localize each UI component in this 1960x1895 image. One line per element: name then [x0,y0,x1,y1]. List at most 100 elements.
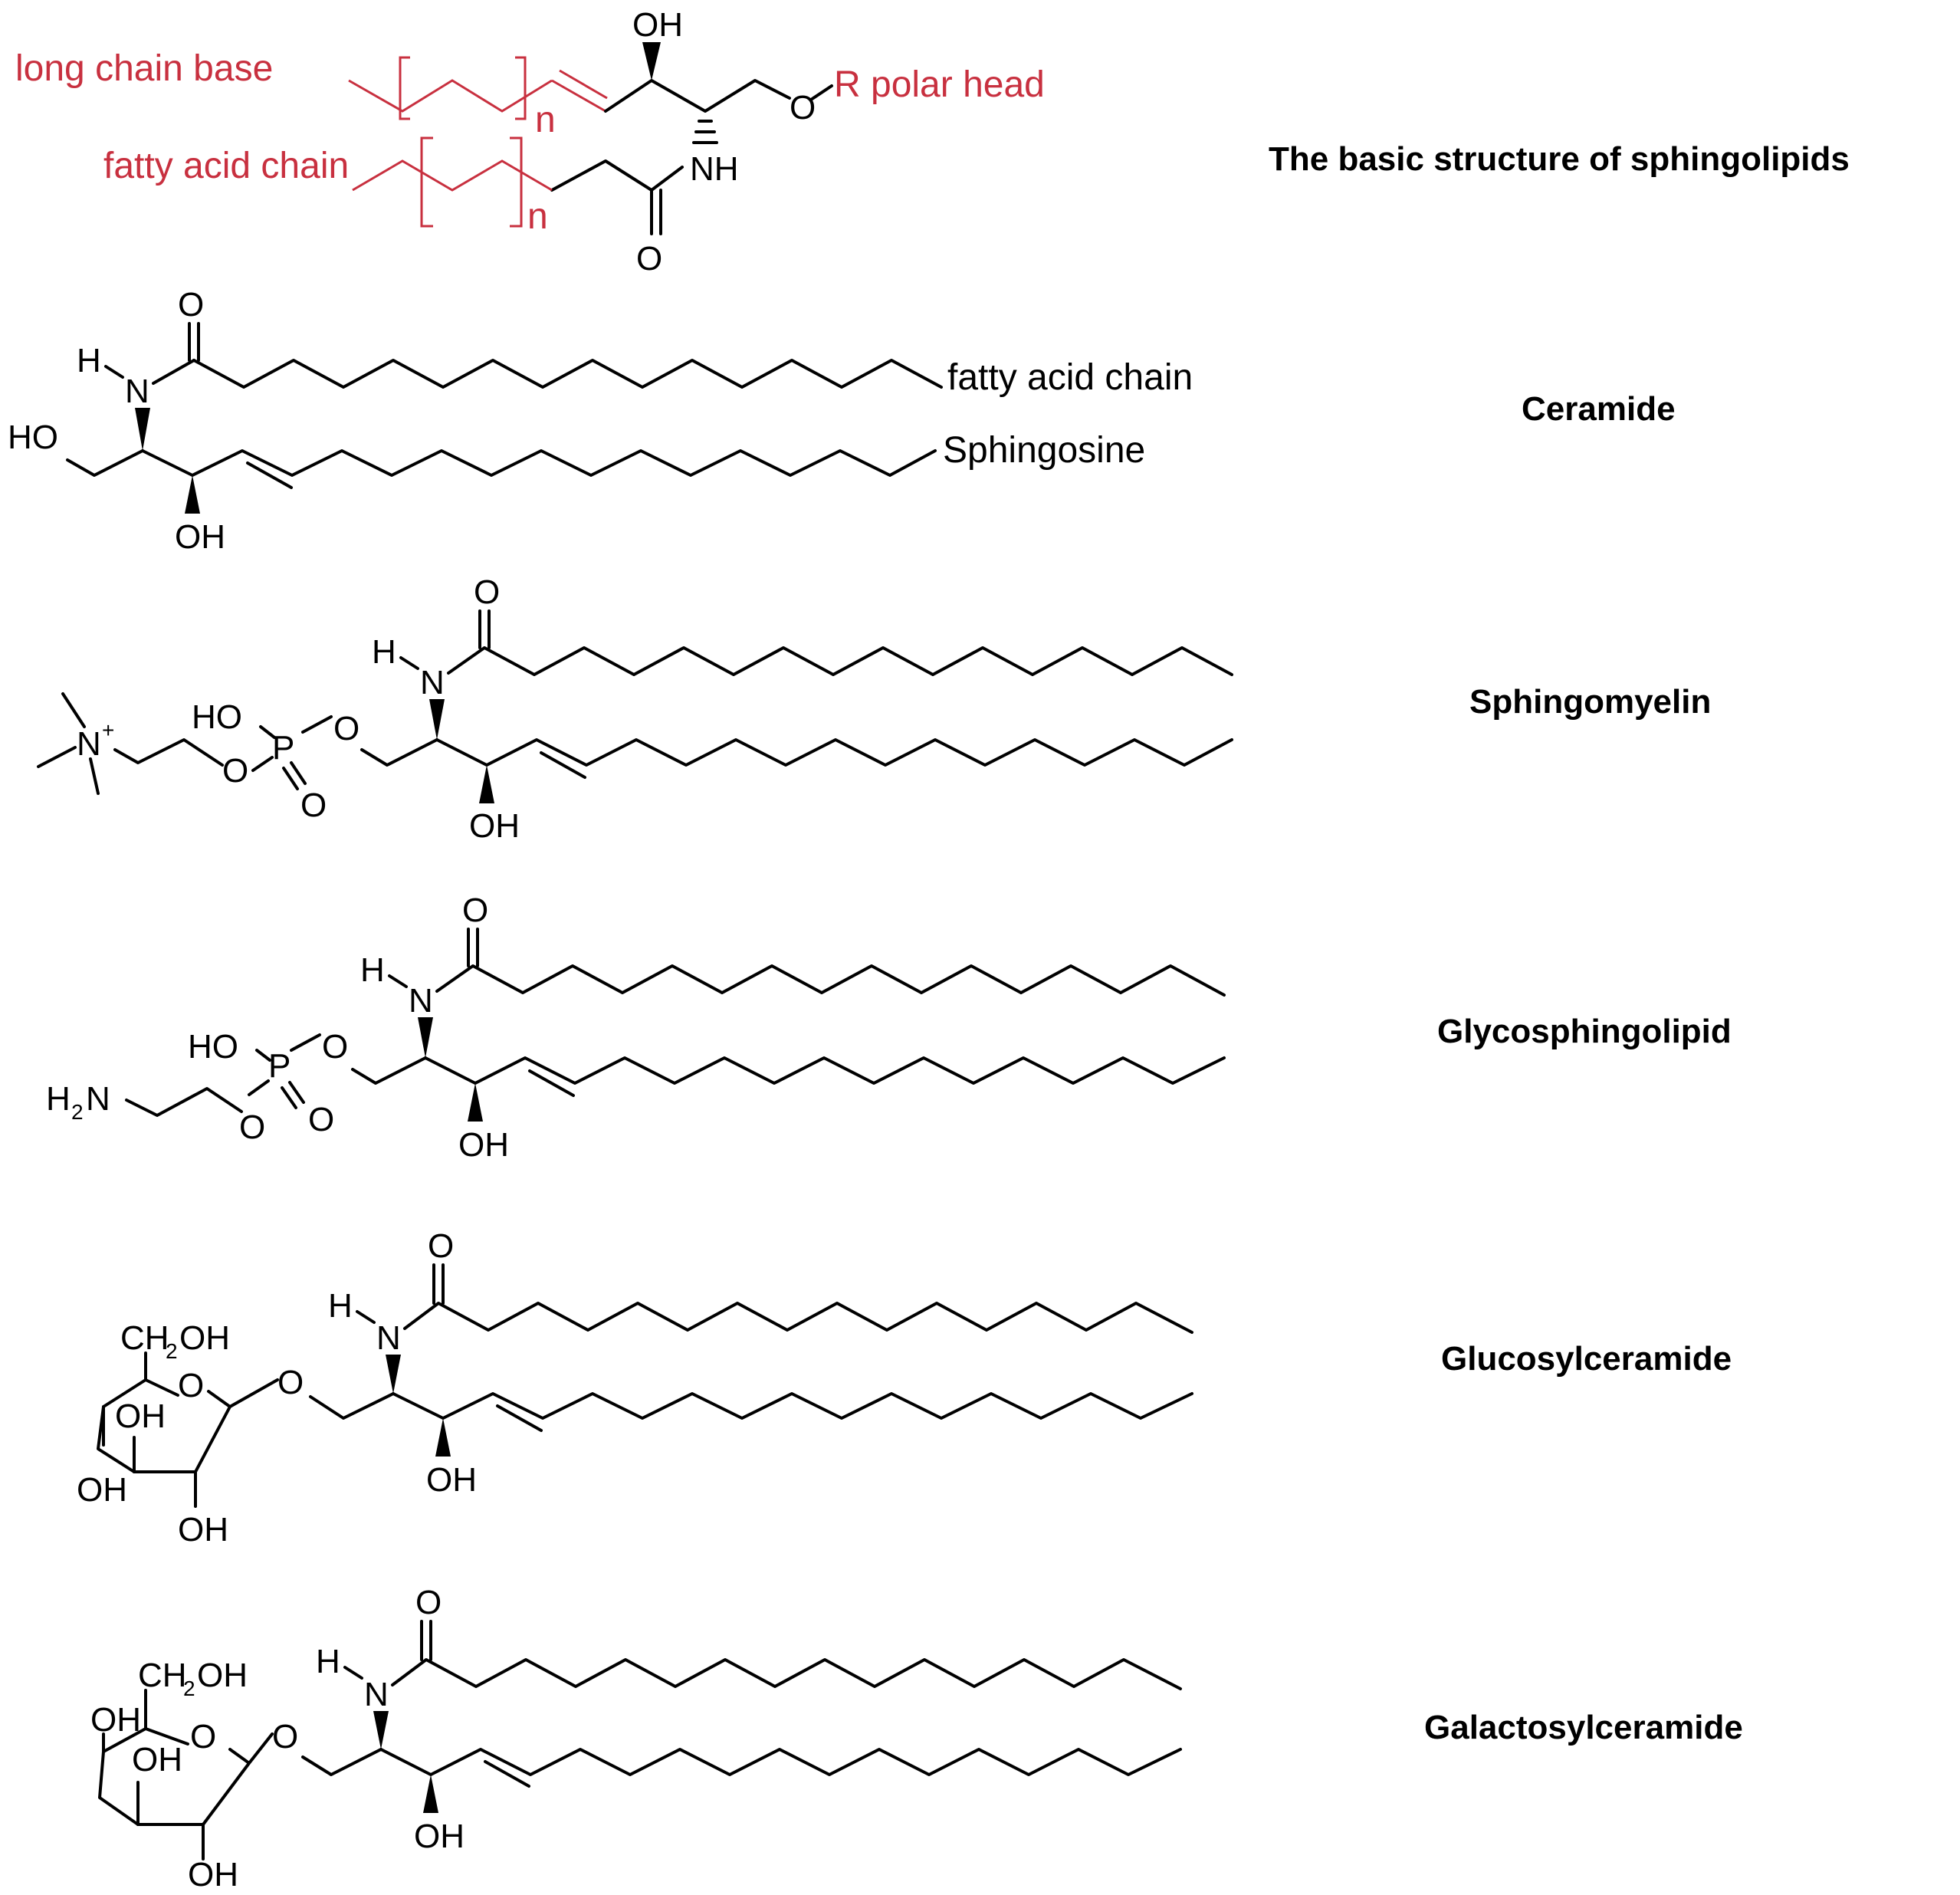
galactosylceramide-carbonyl-o: O [415,1584,442,1621]
top-oh-label: OH [632,6,683,44]
galactosylceramide-oh-bonds [102,1732,205,1861]
sphingomyelin-p-double-o [282,761,307,790]
fatty-repeat-n: n [527,196,548,237]
glucosylceramide-structure: O H N OH O O CH 2 OH OH OH OH Glucosylce… [77,1227,1732,1549]
ether-o-label: O [790,89,816,126]
nh-label: NH [690,150,739,188]
sphingomyelin-ester-o2: O [222,752,248,790]
sphingomyelin-carbonyl-o: O [474,573,500,611]
galactosylceramide-backbone [301,1748,1182,1776]
glycosphingolipid-p-o2-bond [248,1079,270,1096]
galactosylceramide-ch2oh-sub: 2 [183,1677,195,1700]
sphingomyelin-p-oh-bond [259,725,276,739]
glucosylceramide-amide-h: H [328,1287,353,1325]
ceramide-oh-wedge [185,475,200,514]
polar-head-label: R polar head [834,64,1045,105]
galactosylceramide-oh-wedge [423,1775,438,1813]
glycosphingolipid-ester-o1: O [322,1028,348,1066]
glycosphingolipid-double-bond [528,1069,575,1097]
sphingomyelin-choline-chain [113,738,224,767]
galactosylceramide-ch2oh-ch: CH [138,1657,187,1694]
galactosylceramide-name: Galactosylceramide [1424,1709,1743,1746]
page-title: The basic structure of sphingolipids [1269,140,1850,178]
sphingomyelin-phosphate-oh: HO [192,698,242,736]
galactosylceramide-ch2oh-oh: OH [197,1657,248,1694]
galactosylceramide-oh2: OH [132,1741,182,1778]
ceramide-carbonyl-double [188,322,200,362]
glucosylceramide-backbone [309,1392,1193,1420]
glycosphingolipid-p-double-o [281,1081,305,1109]
backbone-bonds [604,79,791,113]
glycosphingolipid-ester-o2: O [239,1108,265,1146]
glycosphingolipid-oh: OH [458,1126,509,1164]
glucosylceramide-h-n-bond [356,1310,376,1324]
fatty-acid-chain-label: fatty acid chain [103,146,349,186]
basic-structure-group: n OH O R polar head NH O n long chain ba… [15,6,1850,278]
glycosphingolipid-structure: O H N OH O P HO O O H 2 N Glycosphingoli… [46,892,1732,1164]
glucosylceramide-fatty-chain [403,1302,1193,1334]
sphingomyelin-ester-o1: O [333,710,359,747]
sphingomyelin-p-o1-bond [301,715,333,734]
glucosylceramide-name: Glucosylceramide [1441,1340,1732,1378]
galactosylceramide-amide-h: H [316,1643,340,1680]
glucosylceramide-glyco-o: O [277,1364,304,1401]
oh-wedge [642,42,661,80]
glucosylceramide-oh2: OH [77,1471,127,1509]
glucosylceramide-carbonyl-double [432,1263,445,1305]
long-chain-repeat-n: n [535,100,556,140]
ceramide-fatty-chain [192,359,943,389]
sphingomyelin-amide-h: H [372,633,396,671]
glycosphingolipid-amine-n: N [86,1080,110,1118]
fatty-bracket-left [420,136,433,228]
glycosphingolipid-oh-wedge [468,1083,483,1122]
glucosylceramide-ch2oh-oh: OH [179,1319,230,1357]
sphingomyelin-backbone [360,738,1233,767]
glucosylceramide-carbonyl-o: O [428,1227,454,1265]
long-chain-base-label: long chain base [15,48,273,89]
glycosphingolipid-amine-h: H [46,1080,71,1118]
ceramide-amide-h: H [77,342,101,379]
galactosylceramide-n-wedge [373,1711,389,1749]
sphingomyelin-charge: + [102,718,114,742]
glycosphingolipid-amide-h: H [360,951,385,989]
sphingomyelin-fatty-chain [447,646,1233,676]
sphingomyelin-oh: OH [469,807,520,845]
glycosphingolipid-n-wedge [418,1017,433,1058]
galactosylceramide-glyco-o: O [272,1718,298,1755]
galactosylceramide-h-n-bond [343,1666,363,1680]
glycosphingolipid-p-o1-bond [290,1033,321,1052]
glycosphingolipid-fatty-chain [435,964,1226,997]
glycosphingolipid-backbone [351,1056,1226,1085]
galactosylceramide-ring-o: O [190,1718,216,1755]
ceramide-n-c-bond [152,359,195,385]
galactosylceramide-carbonyl-double [420,1620,432,1661]
glucosylceramide-ch2oh-ch: CH [120,1319,169,1357]
sphingomyelin-ammonium: N [77,725,101,763]
sphingomyelin-n-wedge [429,699,445,740]
galactosylceramide-fatty-chain [391,1658,1182,1690]
sphingomyelin-name: Sphingomyelin [1469,683,1711,721]
ceramide-h-n-bond [104,365,124,379]
glycosphingolipid-carbonyl-o: O [462,892,488,929]
glycosphingolipid-h-n-bond [388,974,408,988]
galactosylceramide-amide-n: N [364,1676,389,1713]
galactosylceramide-oh3: OH [188,1856,238,1893]
sphingomyelin-phosphorus: P [272,729,294,767]
ceramide-backbone [66,449,937,477]
sphingomyelin-h-n-bond [399,656,419,670]
galactosylceramide-ring [98,1727,274,1826]
long-chain-base-zigzag [348,79,553,113]
ceramide-carbonyl-o: O [178,286,204,323]
glycosphingolipid-phosphorus: P [268,1047,291,1085]
glucosylceramide-double-bond [496,1404,543,1432]
glycosphingolipid-carbonyl-double [467,928,479,967]
amide-bonds [550,159,684,235]
sphingomyelin-double-o: O [300,787,327,824]
glycosphingolipid-double-o: O [308,1101,334,1138]
glycosphingolipid-p-oh-bond [255,1049,271,1062]
long-chain-double-bond [551,69,608,113]
sphingomyelin-amide-n: N [420,664,445,701]
glucosylceramide-oh3: OH [178,1511,228,1549]
galactosylceramide-structure: O H N OH O O CH 2 OH OH OH OH Galactosyl… [90,1584,1743,1893]
